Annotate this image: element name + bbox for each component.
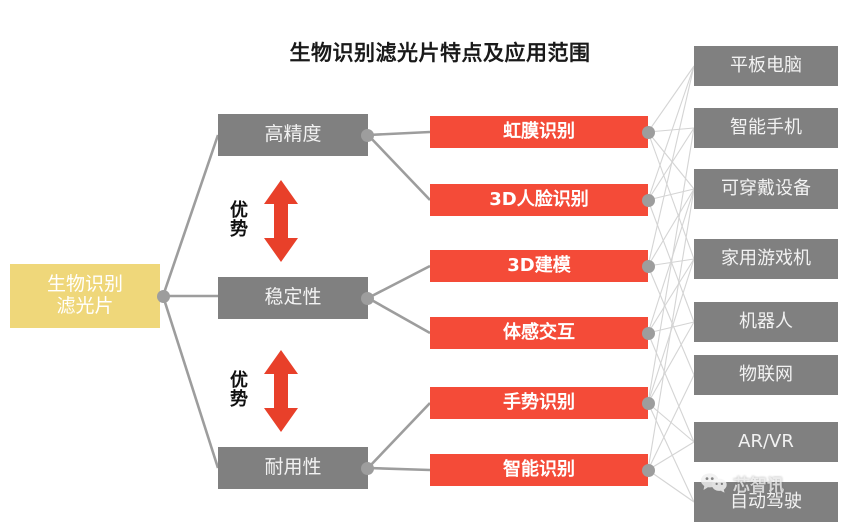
advantage-char-2: 势 (230, 389, 248, 410)
advantage-char-2: 势 (230, 219, 248, 240)
use-case-label: 平板电脑 (730, 54, 802, 76)
application-node-3 (642, 260, 655, 273)
feature-node-precision (361, 129, 374, 142)
use-case-box-game-console[interactable]: 家用游戏机 (694, 239, 838, 279)
use-case-label: 家用游戏机 (721, 247, 811, 269)
use-case-label: AR/VR (738, 430, 794, 452)
root-label-line1: 生物识别 (46, 273, 123, 296)
use-case-box-tablet[interactable]: 平板电脑 (694, 46, 838, 86)
advantage-char-1: 优 (230, 200, 248, 222)
root-node-biometric-filter[interactable]: 生物识别 滤光片 (10, 264, 160, 328)
advantage-marker-upper: 优 势 (228, 178, 302, 264)
application-box-iris-recognition[interactable]: 虹膜识别 (430, 116, 648, 148)
advantage-marker-lower: 优 势 (228, 348, 302, 434)
double-arrow-icon (264, 350, 298, 432)
root-connector-node (157, 290, 170, 303)
application-box-3d-modeling[interactable]: 3D建模 (430, 250, 648, 282)
advantage-label: 优 势 (228, 200, 250, 240)
feature-node-stability (361, 292, 374, 305)
use-case-box-wearable[interactable]: 可穿戴设备 (694, 169, 838, 209)
application-box-gesture-recognition[interactable]: 手势识别 (430, 387, 648, 419)
application-box-motion-interaction[interactable]: 体感交互 (430, 317, 648, 349)
use-case-label: 物联网 (739, 363, 793, 385)
application-node-2 (642, 194, 655, 207)
application-node-4 (642, 327, 655, 340)
use-case-box-iot[interactable]: 物联网 (694, 355, 838, 395)
use-case-label: 可穿戴设备 (721, 177, 811, 199)
application-box-3d-face-recognition[interactable]: 3D人脸识别 (430, 184, 648, 216)
use-case-box-autonomous-driving[interactable]: 自动驾驶 (694, 482, 838, 522)
use-case-box-ar-vr[interactable]: AR/VR (694, 422, 838, 462)
application-node-6 (642, 464, 655, 477)
advantage-label: 优 势 (228, 370, 250, 410)
advantage-char-1: 优 (230, 370, 248, 392)
root-label-line2: 滤光片 (56, 295, 114, 317)
use-case-box-smartphone[interactable]: 智能手机 (694, 108, 838, 148)
application-label: 虹膜识别 (503, 120, 575, 142)
use-case-label: 智能手机 (730, 116, 802, 138)
feature-node-durability (361, 462, 374, 475)
feature-box-stability[interactable]: 稳定性 (218, 277, 368, 319)
feature-label: 耐用性 (264, 456, 322, 479)
application-label: 手势识别 (503, 391, 575, 413)
application-label: 智能识别 (503, 458, 575, 480)
feature-label: 稳定性 (264, 286, 322, 309)
application-label: 3D建模 (507, 254, 571, 276)
application-node-1 (642, 126, 655, 139)
application-node-5 (642, 397, 655, 410)
use-case-label: 自动驾驶 (730, 490, 802, 512)
use-case-box-robot[interactable]: 机器人 (694, 302, 838, 342)
double-arrow-icon (264, 180, 298, 262)
use-case-label: 机器人 (739, 310, 793, 332)
feature-label: 高精度 (264, 123, 322, 146)
feature-box-precision[interactable]: 高精度 (218, 114, 368, 156)
application-label: 3D人脸识别 (489, 188, 589, 210)
application-box-smart-recognition[interactable]: 智能识别 (430, 454, 648, 486)
application-label: 体感交互 (503, 321, 575, 343)
feature-box-durability[interactable]: 耐用性 (218, 447, 368, 489)
page-title: 生物识别滤光片特点及应用范围 (289, 41, 591, 65)
